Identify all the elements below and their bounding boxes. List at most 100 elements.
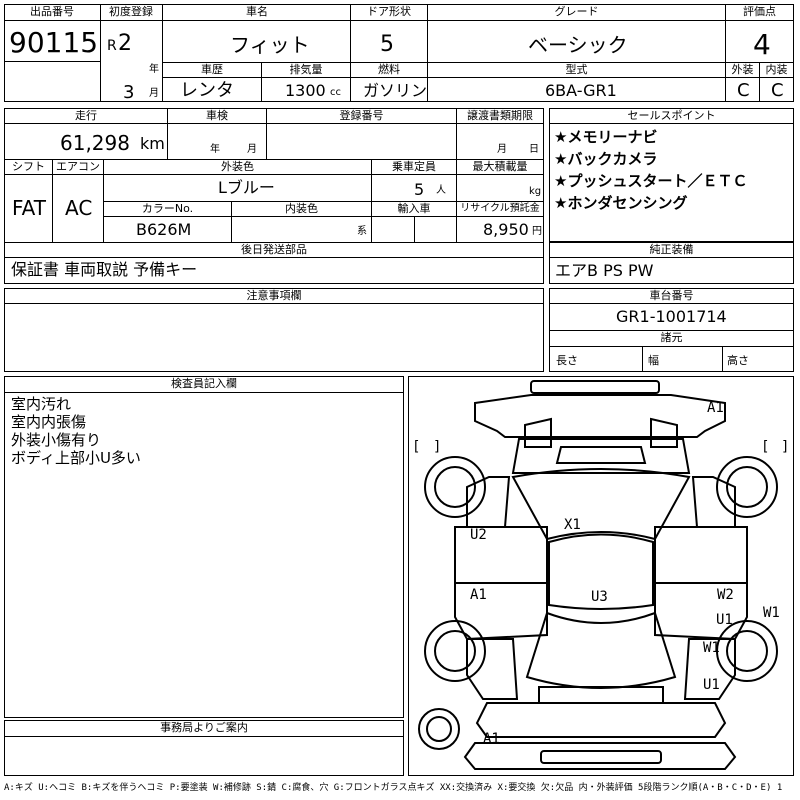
recycle-label: リサイクル預託金: [460, 203, 540, 214]
yen-unit: 円: [532, 226, 542, 237]
inspector-note: 室内汚れ: [11, 395, 72, 413]
import-label: 輸入車: [397, 202, 431, 215]
first-reg-label: 初度登録: [109, 5, 153, 18]
damage-mark: U1: [716, 612, 733, 628]
inspection-year-unit: 年: [210, 144, 220, 155]
equipment: エアB PS PW: [555, 261, 654, 280]
ext-color-label: 外装色: [221, 160, 254, 173]
inspection-month-unit: 月: [247, 144, 257, 155]
later-parts-label: 後日発送部品: [241, 243, 307, 256]
bracket-left-open: [: [412, 439, 421, 455]
damage-mark: U1: [703, 677, 720, 693]
vehicle-detail-box: 走行 車検 登録番号 譲渡書類期限 61,298 km 年 月 月 日 シフト …: [4, 108, 544, 284]
mileage-label: 走行: [75, 109, 97, 122]
bracket-left-close: ]: [433, 439, 442, 455]
inspector-label: 検査員記入欄: [171, 377, 237, 390]
grade: ベーシック: [528, 33, 628, 57]
int-grade: C: [771, 80, 784, 101]
width-label: 幅: [648, 354, 659, 367]
month-unit: 月: [149, 88, 159, 99]
damage-mark: X1: [564, 517, 581, 533]
chassis-box: 車台番号 GR1-1001714 諸元 長さ 幅 高さ: [549, 288, 794, 372]
ext-label: 外装: [731, 63, 754, 76]
sales-points-box: セールスポイント ★メモリーナビ ★バックカメラ ★プッシュスタート／ＥＴＣ ★…: [549, 108, 794, 242]
score: 4: [753, 28, 771, 61]
transfer-label: 譲渡書類期限: [467, 109, 533, 122]
ext-grade: C: [737, 80, 750, 101]
first-reg-year: 2: [118, 31, 132, 56]
int-color-label: 内装色: [285, 202, 318, 215]
mileage: 61,298: [60, 131, 130, 155]
recycle: 8,950: [483, 220, 529, 239]
first-reg-month: 3: [123, 82, 135, 103]
history: レンタ: [180, 80, 234, 101]
displacement: 1300: [285, 81, 326, 100]
score-label: 評価点: [743, 5, 776, 18]
damage-mark: A1: [483, 731, 500, 747]
ac-label: エアコン: [56, 160, 100, 173]
equipment-box: 純正装備 エアB PS PW: [549, 242, 794, 284]
inspector-box: 検査員記入欄 室内汚れ 室内内張傷 外装小傷有り ボディ上部小U多い: [4, 376, 404, 718]
inspector-note: ボディ上部小U多い: [11, 449, 141, 467]
damage-mark: U2: [470, 527, 487, 543]
length-label: 長さ: [556, 354, 578, 367]
shift: FAT: [12, 196, 47, 220]
transfer-day-unit: 日: [529, 144, 539, 155]
ac: AC: [65, 196, 93, 220]
history-label: 車歴: [201, 63, 223, 76]
lot-no: 90115: [9, 26, 99, 59]
inspector-note: 外装小傷有り: [11, 431, 102, 449]
shift-label: シフト: [12, 160, 45, 173]
notes-label: 注意事項欄: [246, 289, 302, 302]
doors: 5: [380, 32, 394, 57]
office-label: 事務局よりご案内: [160, 721, 248, 734]
car-name: フィット: [230, 33, 310, 57]
damage-mark: U3: [591, 589, 608, 605]
chassis-no: GR1-1001714: [616, 307, 727, 326]
chassis-label: 車台番号: [649, 289, 694, 302]
capacity-unit: 人: [436, 185, 446, 196]
sales-point: ★メモリーナビ: [554, 128, 658, 146]
int-color-unit: 系: [357, 226, 367, 237]
sales-point: ★ホンダセンシング: [554, 194, 688, 212]
office-box: 事務局よりご案内: [4, 720, 404, 776]
sales-points-label: セールスポイント: [627, 109, 716, 122]
max-load-label: 最大積載量: [472, 160, 528, 173]
displacement-label: 排気量: [289, 63, 323, 76]
km-unit: km: [140, 134, 165, 153]
grade-label: グレード: [554, 5, 599, 18]
color-no-label: カラーNo.: [141, 202, 194, 215]
car-outline: [418, 380, 778, 770]
height-label: 高さ: [727, 354, 749, 367]
sales-point: ★プッシュスタート／ＥＴＣ: [554, 172, 748, 190]
bracket-right-close: ]: [781, 439, 790, 455]
dims-label: 諸元: [660, 331, 683, 344]
model: 6BA-GR1: [545, 81, 617, 100]
sales-point: ★バックカメラ: [554, 150, 658, 168]
int-label: 内装: [765, 63, 788, 76]
color-no: B626M: [136, 220, 192, 239]
capacity-label: 乗車定員: [392, 160, 436, 173]
inspector-note: 室内内張傷: [11, 413, 87, 431]
inspection-label: 車検: [206, 109, 228, 122]
transfer-month-unit: 月: [497, 144, 507, 155]
lot-no-label: 出品番号: [30, 5, 74, 18]
cc-unit: cc: [330, 87, 341, 98]
damage-mark: A1: [470, 587, 487, 603]
later-parts: 保証書 車両取説 予備キー: [11, 260, 198, 279]
top-info-box: 出品番号 90115 初度登録 R 2 年 3 月 車名 フィット ドア形状 5…: [4, 4, 794, 102]
car-diagram: [ ] [ ] A1 X1 U2 A1 U3 W2 U1 W1 W1 U1 A1: [408, 376, 794, 776]
car-name-label: 車名: [246, 5, 268, 18]
door-label: ドア形状: [367, 5, 411, 18]
model-label: 型式: [565, 63, 588, 76]
fuel: ガソリン: [363, 81, 428, 100]
notes-box: 注意事項欄: [4, 288, 544, 372]
first-reg-era: R: [107, 38, 117, 54]
legend: A:キズ U:ヘコミ B:キズを伴うヘコミ P:要塗装 W:補修跡 S:錆 C:…: [4, 783, 783, 793]
damage-mark: W1: [703, 640, 720, 656]
year-unit: 年: [149, 64, 159, 75]
reg-no-label: 登録番号: [339, 109, 384, 122]
damage-mark: W2: [717, 587, 734, 603]
kg-unit: kg: [529, 186, 542, 197]
damage-mark: A1: [707, 400, 724, 416]
